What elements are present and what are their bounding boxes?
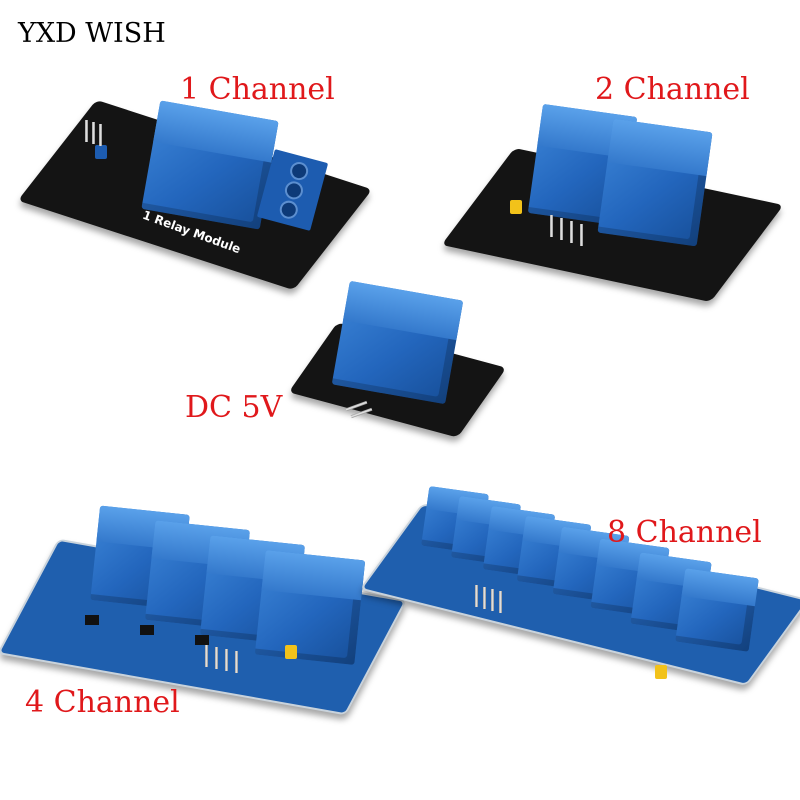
jumper — [510, 200, 522, 214]
header-pin — [85, 120, 88, 142]
header-pin — [580, 224, 583, 246]
relay-module-2-channel — [441, 100, 784, 303]
screw-icon — [282, 179, 305, 202]
header-pin — [205, 645, 208, 667]
header-pin — [491, 589, 494, 611]
header-pin — [560, 218, 563, 240]
header-pin — [499, 591, 502, 613]
header-pin — [570, 221, 573, 243]
jumper — [95, 145, 107, 159]
label-2-channel: 2 Channel — [595, 72, 750, 107]
label-dc-5v: DC 5V — [185, 390, 283, 425]
header-pin — [215, 647, 218, 669]
header-pin — [550, 215, 553, 237]
label-1-channel: 1 Channel — [180, 72, 335, 107]
optocoupler-chip — [195, 635, 209, 645]
relay — [597, 118, 713, 247]
relay — [675, 568, 759, 652]
relay-module-1-channel: 1 Relay Module — [17, 85, 373, 291]
label-8-channel: 8 Channel — [607, 515, 762, 550]
relay-module-8-channel — [359, 485, 800, 715]
jumper — [285, 645, 297, 659]
relay — [254, 550, 366, 665]
relay — [331, 280, 464, 405]
jumper — [655, 665, 667, 679]
relay-module-dc-5v — [288, 280, 507, 450]
optocoupler-chip — [85, 615, 99, 625]
relay-module-4-channel — [0, 505, 407, 725]
header-pin — [235, 651, 238, 673]
header-pin — [92, 122, 95, 144]
screw-icon — [288, 160, 311, 183]
label-4-channel: 4 Channel — [25, 685, 180, 720]
screw-icon — [277, 198, 300, 221]
header-pin — [99, 124, 102, 146]
header-pin — [483, 587, 486, 609]
header-pin — [475, 585, 478, 607]
optocoupler-chip — [140, 625, 154, 635]
brand-watermark: YXD WISH — [18, 18, 166, 49]
header-pin — [225, 649, 228, 671]
